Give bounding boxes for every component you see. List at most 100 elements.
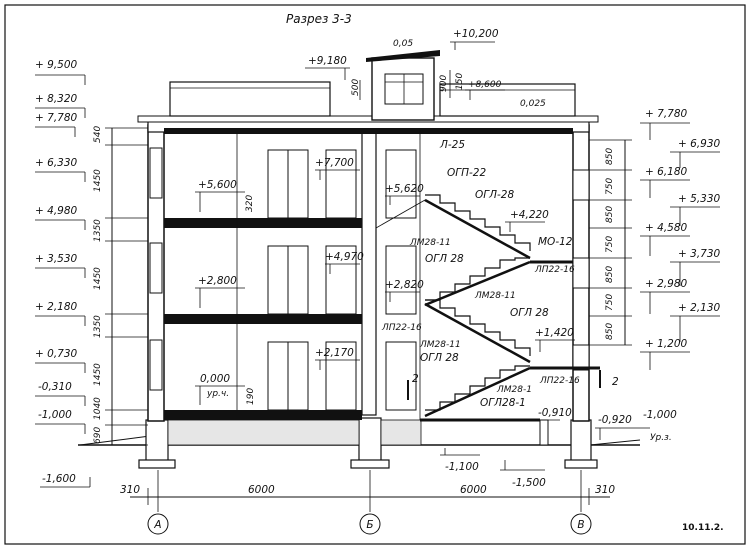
mark-10200: +10,200 <box>453 28 499 40</box>
left-dimension-values: 540 1450 1350 1450 1350 1450 1040 690 <box>93 126 103 444</box>
roof-slope-top: 0,05 <box>393 39 413 49</box>
right-elevation-leaders <box>640 122 720 370</box>
mark-5600: +5,600 <box>198 179 237 191</box>
dim-1350-top: 1350 <box>93 219 103 242</box>
mark-minus-1000-right: -1,000 <box>643 409 677 421</box>
roof-cover <box>137 115 599 123</box>
roof-superstructure <box>366 50 440 121</box>
mark-minus-0920: -0,920 <box>598 414 632 426</box>
label-lp22-16-mid: ЛП22-16 <box>381 323 422 333</box>
interior-mark-leaders <box>195 169 650 471</box>
right-elevation-marks: + 7,780 + 6,930 + 6,180 + 5,330 + 4,580 … <box>645 108 721 350</box>
mark-minus-1000-left: -1,000 <box>38 409 72 421</box>
stairwell-windows <box>572 169 590 371</box>
parapet-right <box>439 83 576 117</box>
dim-6000-ab: 6000 <box>248 484 275 496</box>
mark-6330: + 6,330 <box>35 157 78 169</box>
label-lm28-11-mid: ЛМ28-11 <box>474 291 516 301</box>
mark-5620: +5,620 <box>385 183 424 195</box>
section-cut-marks <box>407 370 601 400</box>
mark-1420: +1,420 <box>535 327 574 339</box>
entrance-post <box>539 419 549 446</box>
label-ogl28-1: ОГЛ28-1 <box>480 397 526 409</box>
left-elevation-leaders <box>35 74 91 488</box>
roof-slab-core <box>164 128 573 134</box>
dim-r-850-2: 850 <box>605 206 615 223</box>
dim-320: 320 <box>245 195 255 212</box>
label-lm28-1: ЛМ28-1 <box>496 385 532 395</box>
dim-r-750-3: 750 <box>605 294 615 311</box>
dim-r-750-2: 750 <box>605 236 615 253</box>
mark-9180: +9,180 <box>308 55 347 67</box>
dim-1040: 1040 <box>93 397 103 420</box>
mark-9500: + 9,500 <box>35 59 78 71</box>
sheet-frame <box>4 4 746 545</box>
roof-marks <box>305 41 505 100</box>
mark-0000: 0,000 <box>200 373 230 385</box>
dim-r-850-3: 850 <box>605 266 615 283</box>
parapet-left <box>169 81 331 117</box>
mark-7780-left: + 7,780 <box>35 112 78 124</box>
label-ogl28-second: ОГЛ 28 <box>425 253 464 265</box>
mark-2180: + 2,180 <box>35 301 78 313</box>
underfloor-fill <box>167 419 360 446</box>
sheet-code: 10.11.2. <box>682 523 724 533</box>
mark-r-1200: + 1,200 <box>645 338 688 350</box>
mark-r-6930: + 6,930 <box>678 138 721 150</box>
mark-r-2980: + 2,980 <box>645 278 688 290</box>
label-mo12: МО-12 <box>538 236 573 248</box>
dim-540: 540 <box>93 126 103 143</box>
section-title: Разрез 3-3 <box>286 12 352 26</box>
dim-150: 150 <box>455 73 465 90</box>
right-dimension-chain <box>589 139 632 346</box>
dim-500: 500 <box>351 79 361 96</box>
dim-310-left: 310 <box>120 484 140 496</box>
axis-dimension-line <box>130 470 610 512</box>
mark-8320: + 8,320 <box>35 93 78 105</box>
stair-flights <box>375 130 600 422</box>
label-l25: Л-25 <box>439 139 465 151</box>
wall-axis-b <box>361 124 377 416</box>
mark-r-5330: + 5,330 <box>678 193 721 205</box>
mark-minus-0310: -0,310 <box>38 381 72 393</box>
dim-690: 690 <box>93 427 103 444</box>
mark-minus-1100: -1,100 <box>445 461 479 473</box>
dim-r-850-1: 850 <box>605 148 615 165</box>
axis-b: Б <box>366 519 373 531</box>
ground-level-label: Ур.з. <box>650 433 672 443</box>
label-ogp22: ОГП-22 <box>447 167 486 179</box>
dim-1450-mid: 1450 <box>93 267 103 290</box>
floor-level-label: ур.ч. <box>206 389 229 399</box>
mark-4220: +4,220 <box>510 209 549 221</box>
label-lm28-11-top: ЛМ28-11 <box>409 238 451 248</box>
label-ogl28-third: ОГЛ 28 <box>510 307 549 319</box>
dim-1450-top: 1450 <box>93 169 103 192</box>
dim-310-right: 310 <box>595 484 615 496</box>
mark-minus-1600: -1,600 <box>42 473 76 485</box>
roof-slope: 0,025 <box>520 99 546 109</box>
mark-2820: +2,820 <box>385 279 424 291</box>
dim-r-750-1: 750 <box>605 178 615 195</box>
label-lp22-16-top: ЛП22-16 <box>534 265 575 275</box>
label-lp22-16-low: ЛП22-16 <box>539 376 580 386</box>
mark-8600: +8,600 <box>468 80 502 90</box>
axis-a: А <box>153 519 161 531</box>
right-dimension-values: 850 750 850 750 850 750 850 <box>605 148 615 340</box>
interior-marks: +7,700 +5,620 +5,600 +4,970 +4,220 +2,80… <box>198 157 677 489</box>
dim-900: 900 <box>439 75 449 92</box>
dim-6000-bv: 6000 <box>460 484 487 496</box>
mark-4970: +4,970 <box>325 251 364 263</box>
dim-r-850-4: 850 <box>605 323 615 340</box>
interior-doors <box>267 149 417 411</box>
mark-minus-1500: -1,500 <box>512 477 546 489</box>
mark-minus-0910: -0,910 <box>538 407 572 419</box>
mark-r-6180: + 6,180 <box>645 166 688 178</box>
left-facade-windows <box>149 147 163 391</box>
mark-3530: + 3,530 <box>35 253 78 265</box>
axis-bubbles: А Б В <box>147 513 592 535</box>
section-mark-right: 2 <box>612 376 619 388</box>
mark-7700: +7,700 <box>315 157 354 169</box>
mark-2800: +2,800 <box>198 275 237 287</box>
